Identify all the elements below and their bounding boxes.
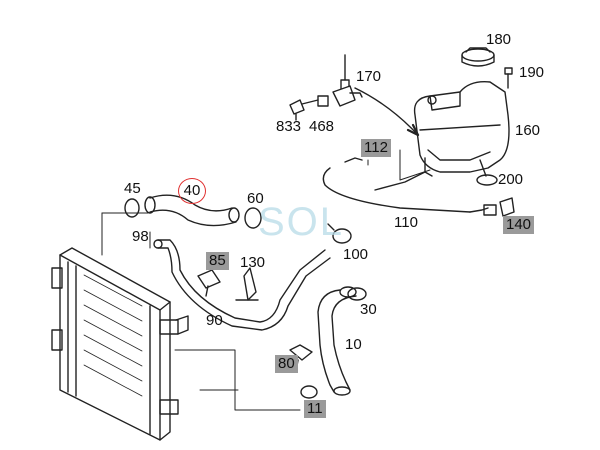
callout-112[interactable]: 112 (361, 139, 391, 157)
radiator-drawing (51, 247, 189, 441)
clamp-200-drawing (476, 174, 498, 186)
callout-80[interactable]: 80 (275, 355, 298, 373)
clamp-100-drawing (327, 223, 352, 244)
callout-40[interactable]: 40 (178, 178, 206, 204)
callout-45[interactable]: 45 (124, 180, 141, 197)
bracket-85-drawing (197, 269, 221, 297)
callout-10[interactable]: 10 (345, 336, 362, 353)
hose-110-drawing (322, 157, 515, 217)
callout-170[interactable]: 170 (356, 68, 382, 85)
bracket-130-drawing (235, 267, 259, 301)
callout-11[interactable]: 11 (304, 400, 326, 418)
hose-10-drawing (317, 286, 357, 396)
callout-140[interactable]: 140 (503, 216, 535, 234)
callout-110[interactable]: 110 (394, 214, 418, 231)
arrow-drawing (354, 87, 420, 137)
callout-200[interactable]: 200 (498, 171, 524, 188)
leader-lines (101, 149, 431, 411)
hose-40-drawing (144, 194, 240, 227)
callout-90[interactable]: 90 (206, 312, 223, 329)
expansion-tank-drawing (413, 81, 510, 177)
watermark-text: SOL (258, 200, 345, 244)
callout-160[interactable]: 160 (515, 122, 541, 139)
seal-98-drawing (153, 239, 163, 249)
callout-100[interactable]: 100 (343, 246, 369, 263)
callout-98[interactable]: 98 (132, 228, 149, 245)
bolt-833-468-drawing (289, 95, 329, 121)
clamp-30-drawing (347, 287, 367, 301)
callout-130[interactable]: 130 (240, 254, 266, 271)
callout-190[interactable]: 190 (519, 64, 545, 81)
callout-833[interactable]: 833 (276, 118, 302, 135)
hose-90-drawing (157, 239, 331, 331)
clamp-45-drawing (124, 198, 140, 218)
clamp-60-drawing (244, 207, 262, 229)
callout-85[interactable]: 85 (206, 252, 229, 270)
callout-60[interactable]: 60 (247, 190, 264, 207)
callout-30[interactable]: 30 (360, 301, 377, 318)
screw-190-drawing (504, 67, 513, 89)
callout-468[interactable]: 468 (309, 118, 335, 135)
sensor-170-drawing (332, 54, 363, 107)
cap-180-drawing (461, 47, 495, 67)
callout-180[interactable]: 180 (486, 31, 512, 48)
seal-11-drawing (300, 385, 318, 399)
